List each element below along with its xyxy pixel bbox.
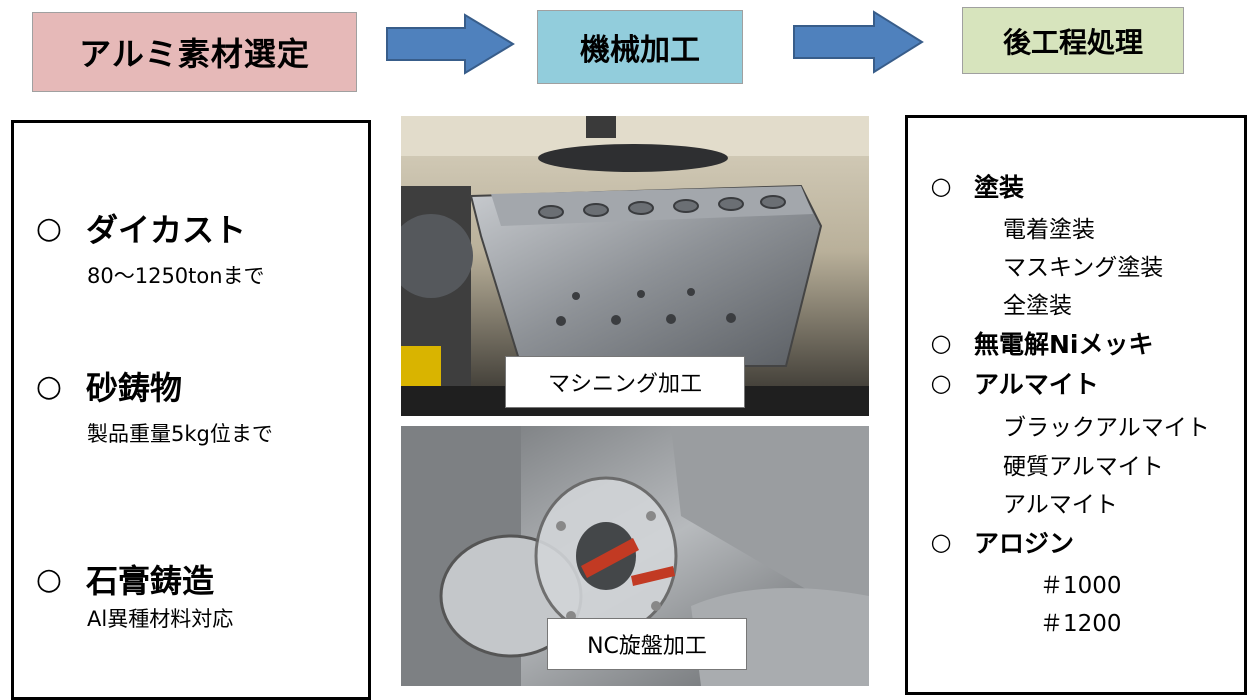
method-title: 砂鋳物 [86,369,183,407]
step-post-processing: 後工程処理 [962,7,1184,74]
treatment-subitem: 硬質アルマイト [1003,454,1164,480]
step-material-selection: アルミ素材選定 [32,12,357,92]
treatment-title: 塗装 [974,173,1025,202]
treatment-subitem: マスキング塗装 [1003,255,1164,281]
machining-center-caption: マシニング加工 [505,356,745,408]
treatment-subitem: ＃1200 [1040,611,1122,637]
method-item: ○ ダイカスト [34,205,246,251]
right-arrow-icon [793,10,924,74]
method-title: 石膏鋳造 [86,562,215,600]
circle-marker-icon: ○ [930,528,952,556]
treatment-subitem: 電着塗装 [1003,217,1095,243]
step-machining: 機械加工 [537,10,743,84]
right-arrow-icon [386,13,515,75]
treatment-subitem: アルマイト [1003,492,1118,518]
treatment-subitem: ブラックアルマイト [1003,415,1210,441]
circle-marker-icon: ○ [930,172,952,200]
nc-lathe-caption: NC旋盤加工 [547,618,747,670]
method-note: 製品重量5kg位まで [87,422,273,446]
method-title: ダイカスト [86,211,247,249]
circle-marker-icon: ○ [930,369,952,397]
treatment-title: アロジン [974,529,1075,558]
post-treatment-panel [905,115,1247,695]
material-methods-panel [11,120,371,700]
method-item: ○ 石膏鋳造 [34,556,214,602]
circle-marker-icon: ○ [930,329,952,357]
treatment-subitem: ＃1000 [1040,573,1122,599]
method-item: ○ 砂鋳物 [34,363,182,409]
circle-marker-icon: ○ [35,210,63,246]
treatment-subitem: 全塗装 [1003,293,1072,319]
treatment-item: ○ アロジン [928,524,1075,560]
treatment-item: ○ アルマイト [928,365,1099,401]
circle-marker-icon: ○ [35,368,63,404]
method-note: 80～1250tonまで [87,264,265,288]
method-note: Al異種材料対応 [87,607,234,631]
treatment-title: 無電解Niメッキ [974,330,1154,359]
circle-marker-icon: ○ [35,561,63,597]
treatment-item: ○ 塗装 [928,168,1025,204]
machining-center-photo [401,116,869,416]
treatment-title: アルマイト [974,370,1099,399]
treatment-item: ○ 無電解Niメッキ [928,325,1154,361]
machined-part-illustration [401,116,869,416]
